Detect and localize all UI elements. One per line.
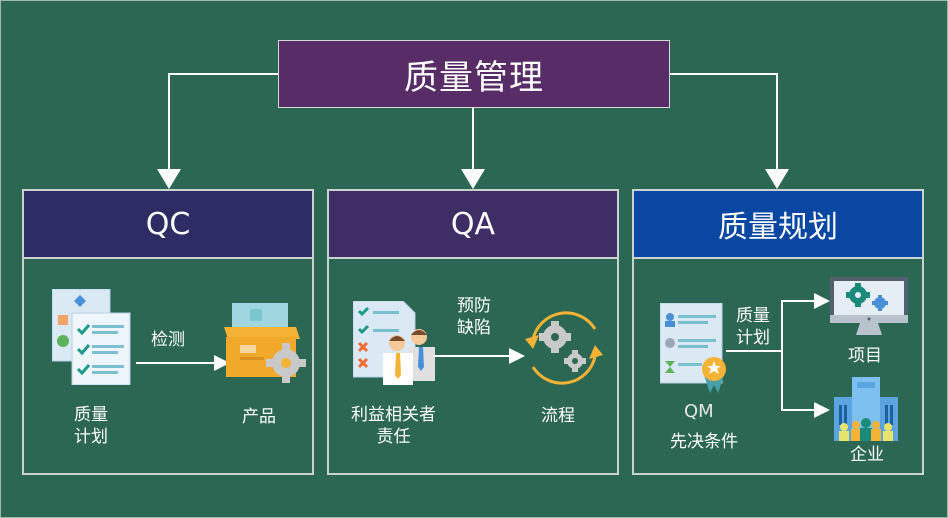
arrow-to-project <box>814 293 830 309</box>
column-quality-planning: 质量规划 质量 计划 <box>632 189 924 475</box>
connector-to-qc <box>168 73 278 175</box>
arrowhead-qa <box>461 169 485 189</box>
arrow-label-inspect: 检测 <box>151 330 185 350</box>
label-enterprise: 企业 <box>850 445 884 465</box>
label-qm: QM <box>684 401 714 422</box>
arrow-to-enterprise <box>814 402 830 418</box>
arrowhead-qc <box>157 169 181 189</box>
label-project: 项目 <box>848 346 882 366</box>
column-header-qc: QC <box>24 191 312 259</box>
root-node-quality-management: 质量管理 <box>278 40 670 108</box>
process-gears-cycle-icon <box>525 311 603 385</box>
arrow-prevent-defects <box>433 348 525 364</box>
column-header-quality-planning: 质量规划 <box>634 191 922 259</box>
column-qc: QC 检测 <box>22 189 314 475</box>
branch-arrows <box>726 293 830 418</box>
arrow-label-prevent-defects: 预防 缺陷 <box>457 296 491 338</box>
label-quality-plan: 质量 计划 <box>74 405 108 447</box>
quality-plan-document-icon <box>52 289 131 385</box>
label-process: 流程 <box>541 406 575 426</box>
stakeholders-checklist-icon <box>353 301 435 385</box>
enterprise-building-icon <box>834 377 898 441</box>
certificate-award-icon <box>660 303 726 393</box>
label-stakeholder-responsibility: 利益相关者 责任 <box>351 405 436 447</box>
arrowhead-planning <box>765 169 789 189</box>
connector-to-planning <box>668 73 778 175</box>
product-box-gear-icon <box>224 303 306 383</box>
arrow-inspect <box>136 355 230 371</box>
label-prerequisites: 先决条件 <box>670 432 738 452</box>
arrow-label-quality-plan: 质量 计划 <box>736 306 770 348</box>
label-product: 产品 <box>242 407 276 427</box>
column-header-qa: QA <box>329 191 617 259</box>
monitor-gears-icon <box>830 277 908 335</box>
column-qa: QA 预防 缺陷 <box>327 189 619 475</box>
